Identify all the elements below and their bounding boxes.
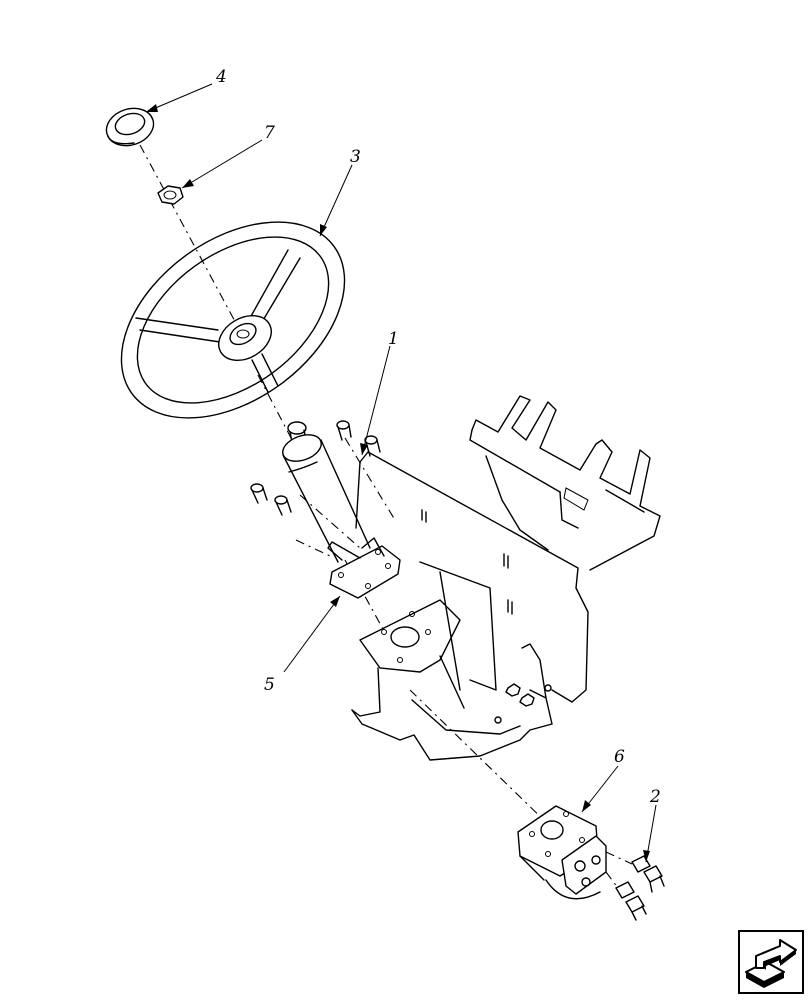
- bolt-a: [336, 420, 352, 441]
- steering-unit-part: [517, 805, 607, 900]
- fitting-a: [631, 855, 665, 893]
- callout-number-1: 1: [388, 329, 399, 349]
- callout-number-3: 3: [350, 147, 361, 167]
- steering-wheel-part: [120, 221, 346, 419]
- base-nuts: [494, 683, 552, 724]
- callout-number-4: 4: [215, 67, 227, 87]
- hydraulic-fittings-part: [605, 851, 665, 921]
- callout-number-6: 6: [614, 747, 625, 767]
- callout-number-2: 2: [649, 787, 661, 807]
- next-page-button[interactable]: [738, 930, 804, 994]
- callout-leaders: [145, 83, 657, 863]
- column-bracket-part: [295, 537, 401, 599]
- console-frame-part: [351, 395, 661, 761]
- bolt-c: [250, 483, 268, 504]
- mounting-bolts-part: [250, 420, 381, 516]
- bolt-d: [274, 495, 292, 516]
- next-page-arrow-icon: [745, 939, 797, 988]
- bolt-b: [364, 435, 381, 457]
- fitting-b: [615, 881, 647, 921]
- callout-number-7: 7: [264, 123, 275, 143]
- steering-nut-part: [157, 185, 184, 205]
- horn-cap-part: [105, 107, 155, 147]
- plate-slots: [421, 509, 513, 615]
- callout-number-5: 5: [264, 675, 275, 695]
- steering-column-part: [282, 421, 371, 563]
- assembly-centerline: [139, 144, 553, 829]
